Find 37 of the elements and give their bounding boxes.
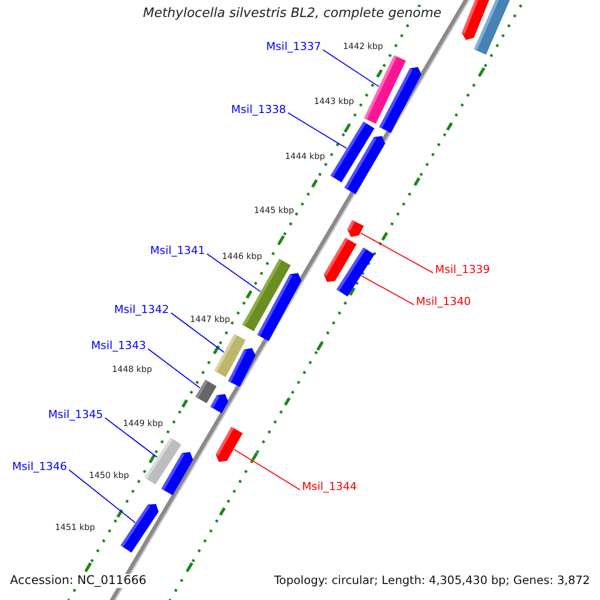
leader-line <box>104 417 158 458</box>
accession-text: Accession: NC_011666 <box>8 574 148 588</box>
gene-label: Msil_1342 <box>114 304 169 317</box>
scale-label: 1451 kbp <box>55 524 96 534</box>
scale-label: 1443 kbp <box>314 98 354 108</box>
scale-label: 1449 kbp <box>123 420 164 430</box>
gene-label: Msil_1344 <box>302 481 357 494</box>
leader-line <box>206 253 261 292</box>
leader-line <box>234 448 300 490</box>
gene-bar <box>216 426 243 462</box>
gene-bar <box>347 220 364 237</box>
gene-bar <box>120 504 159 553</box>
scale-label: 1445 kbp <box>254 207 294 217</box>
scale-label: 1447 kbp <box>190 316 230 326</box>
gene-label: Msil_1341 <box>150 245 205 258</box>
leader-line <box>68 469 136 524</box>
scale-label: 1446 kbp <box>222 253 262 263</box>
gene-bar <box>336 248 374 296</box>
leader-line <box>170 312 224 353</box>
gene-label: Msil_1339 <box>435 264 490 277</box>
genome-summary-text: Topology: circular; Length: 4,305,430 bp; Genes: 3,872 <box>272 574 592 588</box>
scale-label: 1448 kbp <box>112 366 152 376</box>
scale-label: 1450 kbp <box>89 472 130 482</box>
gene-label: Msil_1338 <box>231 104 286 117</box>
gene-label: Msil_1337 <box>266 41 321 54</box>
leader-line <box>360 275 414 306</box>
gene-bar <box>195 380 217 404</box>
gene-label: Msil_1345 <box>48 409 103 422</box>
scale-label: 1444 kbp <box>285 153 326 163</box>
gene-label: Msil_1346 <box>12 461 67 474</box>
leader-line <box>288 112 347 149</box>
gene-label: Msil_1343 <box>91 340 146 353</box>
scale-label: 1442 kbp <box>343 43 384 53</box>
gene-label: Msil_1340 <box>416 296 471 309</box>
leader-line <box>360 232 434 274</box>
leader-line <box>322 49 380 87</box>
leader-line <box>148 348 200 388</box>
